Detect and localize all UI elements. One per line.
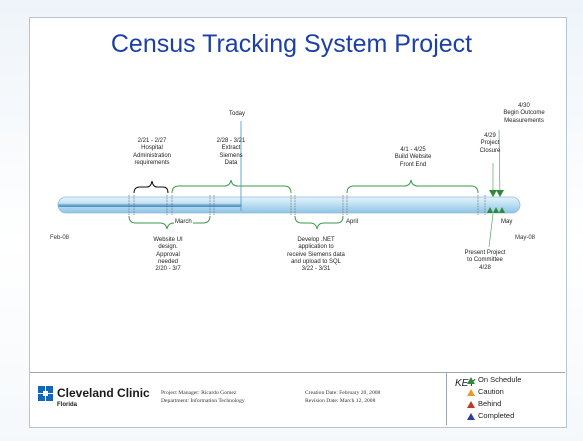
month-may: May: [500, 219, 514, 225]
key-behind: Behind: [478, 399, 502, 408]
logo-name: Cleveland Clinic: [57, 386, 150, 400]
label-outcome: 4/30 Begin Outcome Measurements: [503, 103, 545, 124]
label-hospital: 2/21 - 2/27 Hospital Administration requ…: [132, 138, 171, 166]
key-panel: [446, 373, 565, 425]
logo-icon: [38, 386, 53, 401]
brace-website: [346, 179, 479, 194]
project-manager: Project Manager: Ricardo Gomez: [161, 390, 237, 396]
page-title: Census Tracking System Project: [110, 30, 473, 58]
label-closure: 4/29 Project Closure: [479, 133, 501, 154]
caution-icon: [467, 389, 475, 396]
logo-mark-icon: [38, 386, 53, 401]
brace-extract: [171, 179, 292, 194]
milestone-triangles: [487, 190, 505, 213]
label-net-app: Develop .NET application to receive Siem…: [287, 237, 345, 273]
start-label: Feb-08: [50, 235, 70, 241]
key-on-schedule: On Schedule: [478, 375, 522, 384]
brace-hospital: [133, 180, 169, 194]
label-ui-design: Website UI design. Approval needed 2/20 …: [153, 237, 183, 273]
revision-date: Revision Date: March 12, 2008: [305, 398, 376, 404]
logo-subtitle: Florida: [57, 402, 78, 408]
completed-icon: [467, 413, 475, 420]
label-present: Present Project to Committee 4/28: [464, 250, 506, 271]
footer-divider: [30, 372, 565, 373]
month-april: April: [345, 219, 360, 225]
today-label: Today: [229, 111, 246, 117]
timeline-ticks: [128, 195, 486, 215]
key-caution: Caution: [478, 387, 504, 396]
month-march: March: [174, 219, 193, 225]
on-schedule-icon: [467, 377, 475, 384]
creation-date: Creation Date: February 20, 2008: [305, 390, 381, 396]
key-completed: Completed: [478, 411, 515, 420]
brace-ui: [128, 215, 211, 230]
progress-band: [58, 203, 242, 207]
label-website: 4/1 - 4/25 Build Website Front End: [394, 147, 432, 168]
end-label: May-08: [515, 235, 536, 241]
behind-icon: [467, 401, 475, 408]
label-extract: 2/28 - 3/21 Extract Siemens Data: [216, 138, 246, 166]
department: Department: Information Technology: [161, 398, 245, 404]
brace-net: [294, 215, 344, 230]
key-title: KEY: [455, 378, 476, 389]
